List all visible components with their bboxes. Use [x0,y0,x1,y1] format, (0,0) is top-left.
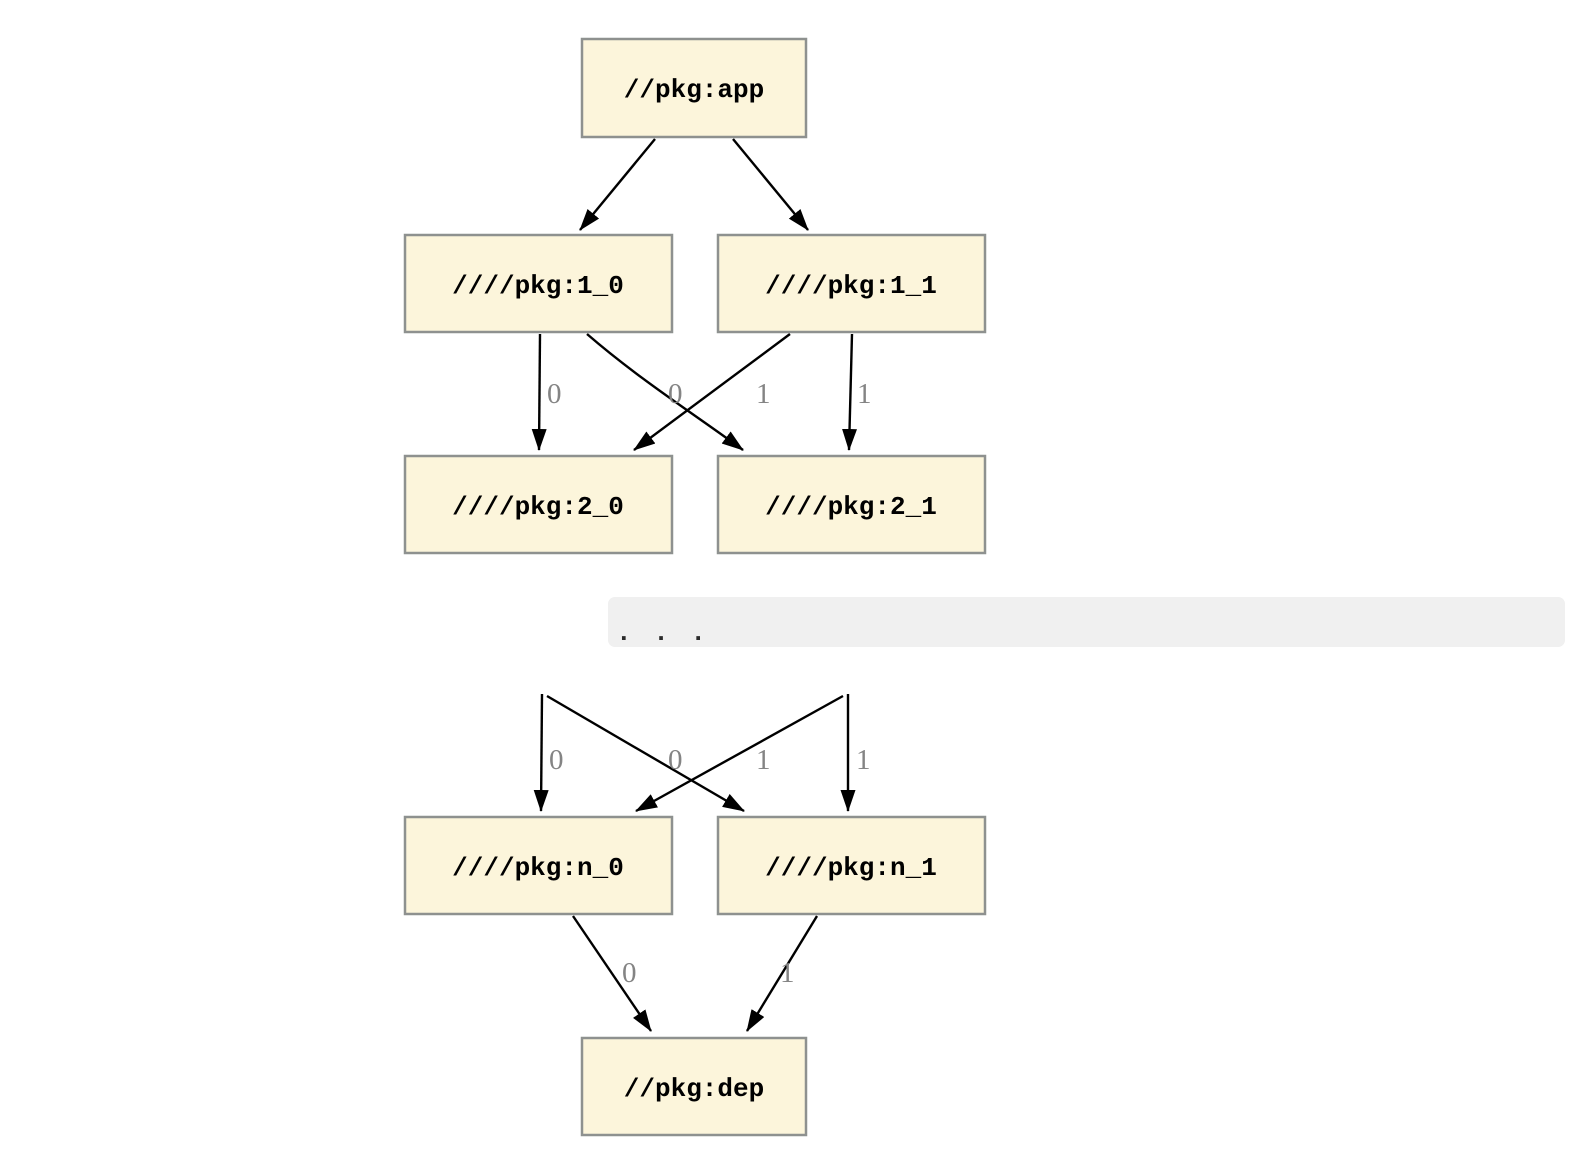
node-pkg-1_0-label: ////pkg:1_0 [452,271,624,301]
edge-label-ellipsis-n_1-d: 1 [756,744,771,776]
edge-labels: 0 1 0 1 0 1 0 1 0 1 [547,378,872,989]
node-pkg-app-label: //pkg:app [624,75,764,105]
node-pkg-1_0: ////pkg:1_0 [403,233,674,334]
edge-label-1_0-2_1: 1 [756,378,771,410]
node-pkg-n_1: ////pkg:n_1 [716,815,987,916]
node-pkg-2_0: ////pkg:2_0 [403,454,674,555]
node-pkg-n_0: ////pkg:n_0 [403,815,674,916]
edge-1_0-to-2_1 [586,333,744,451]
node-pkg-1_1: ////pkg:1_1 [716,233,987,334]
node-pkg-dep-label: //pkg:dep [624,1074,764,1104]
edge-label-n_0-dep: 0 [622,957,637,989]
edge-label-ellipsis-n_0-v: 0 [549,744,564,776]
node-pkg-n_0-box [403,815,674,916]
ellipsis-bar [608,597,1565,647]
edge-label-ellipsis-n_0-d: 0 [668,744,683,776]
ellipsis-text: . . . [616,618,709,648]
edge-ellipsis2-to-n_0-diagonal [635,694,844,813]
node-pkg-1_1-box [716,233,987,334]
node-pkg-app-box [580,37,808,139]
node-pkg-2_0-box [403,454,674,555]
edge-1_1-to-2_0 [633,333,791,451]
node-pkg-n_1-box [716,815,987,916]
node-pkg-1_1-label: ////pkg:1_1 [765,271,937,301]
node-pkg-2_1-label: ////pkg:2_1 [765,492,937,522]
edge-ellipsis-to-n_1-diagonal [546,694,745,813]
node-pkg-n_1-label: ////pkg:n_1 [765,853,937,883]
node-pkg-2_1: ////pkg:2_1 [716,454,987,555]
node-pkg-dep-box [580,1036,808,1137]
edge-label-1_0-2_0: 0 [547,378,562,410]
edge-label-1_1-2_0: 0 [668,378,683,410]
edge-app-to-1_0 [579,138,656,231]
edge-1_1-to-2_1 [842,333,858,451]
node-pkg-app: //pkg:app [580,37,808,139]
node-pkg-2_1-box [716,454,987,555]
edge-label-1_1-2_1: 1 [857,378,872,410]
edge-label-ellipsis-n_1-v: 1 [856,744,871,776]
node-pkg-dep: //pkg:dep [580,1036,808,1137]
node-pkg-n_0-label: ////pkg:n_0 [452,853,624,883]
ellipsis-row: . . . [608,597,1565,648]
edge-label-n_1-dep: 1 [780,957,795,989]
edge-n_1-to-dep [745,915,819,1032]
edge-1_0-to-2_0 [531,333,547,451]
edge-ellipsis-to-n_0-vertical [533,693,549,812]
edge-n_0-to-dep [572,915,652,1032]
nodes: //pkg:app ////pkg:1_0 ////pkg:1_1 ////pk… [403,37,987,1137]
node-pkg-1_0-box [403,233,674,334]
edges [531,138,858,1032]
edge-app-to-1_1 [732,138,809,231]
node-pkg-2_0-label: ////pkg:2_0 [452,492,624,522]
